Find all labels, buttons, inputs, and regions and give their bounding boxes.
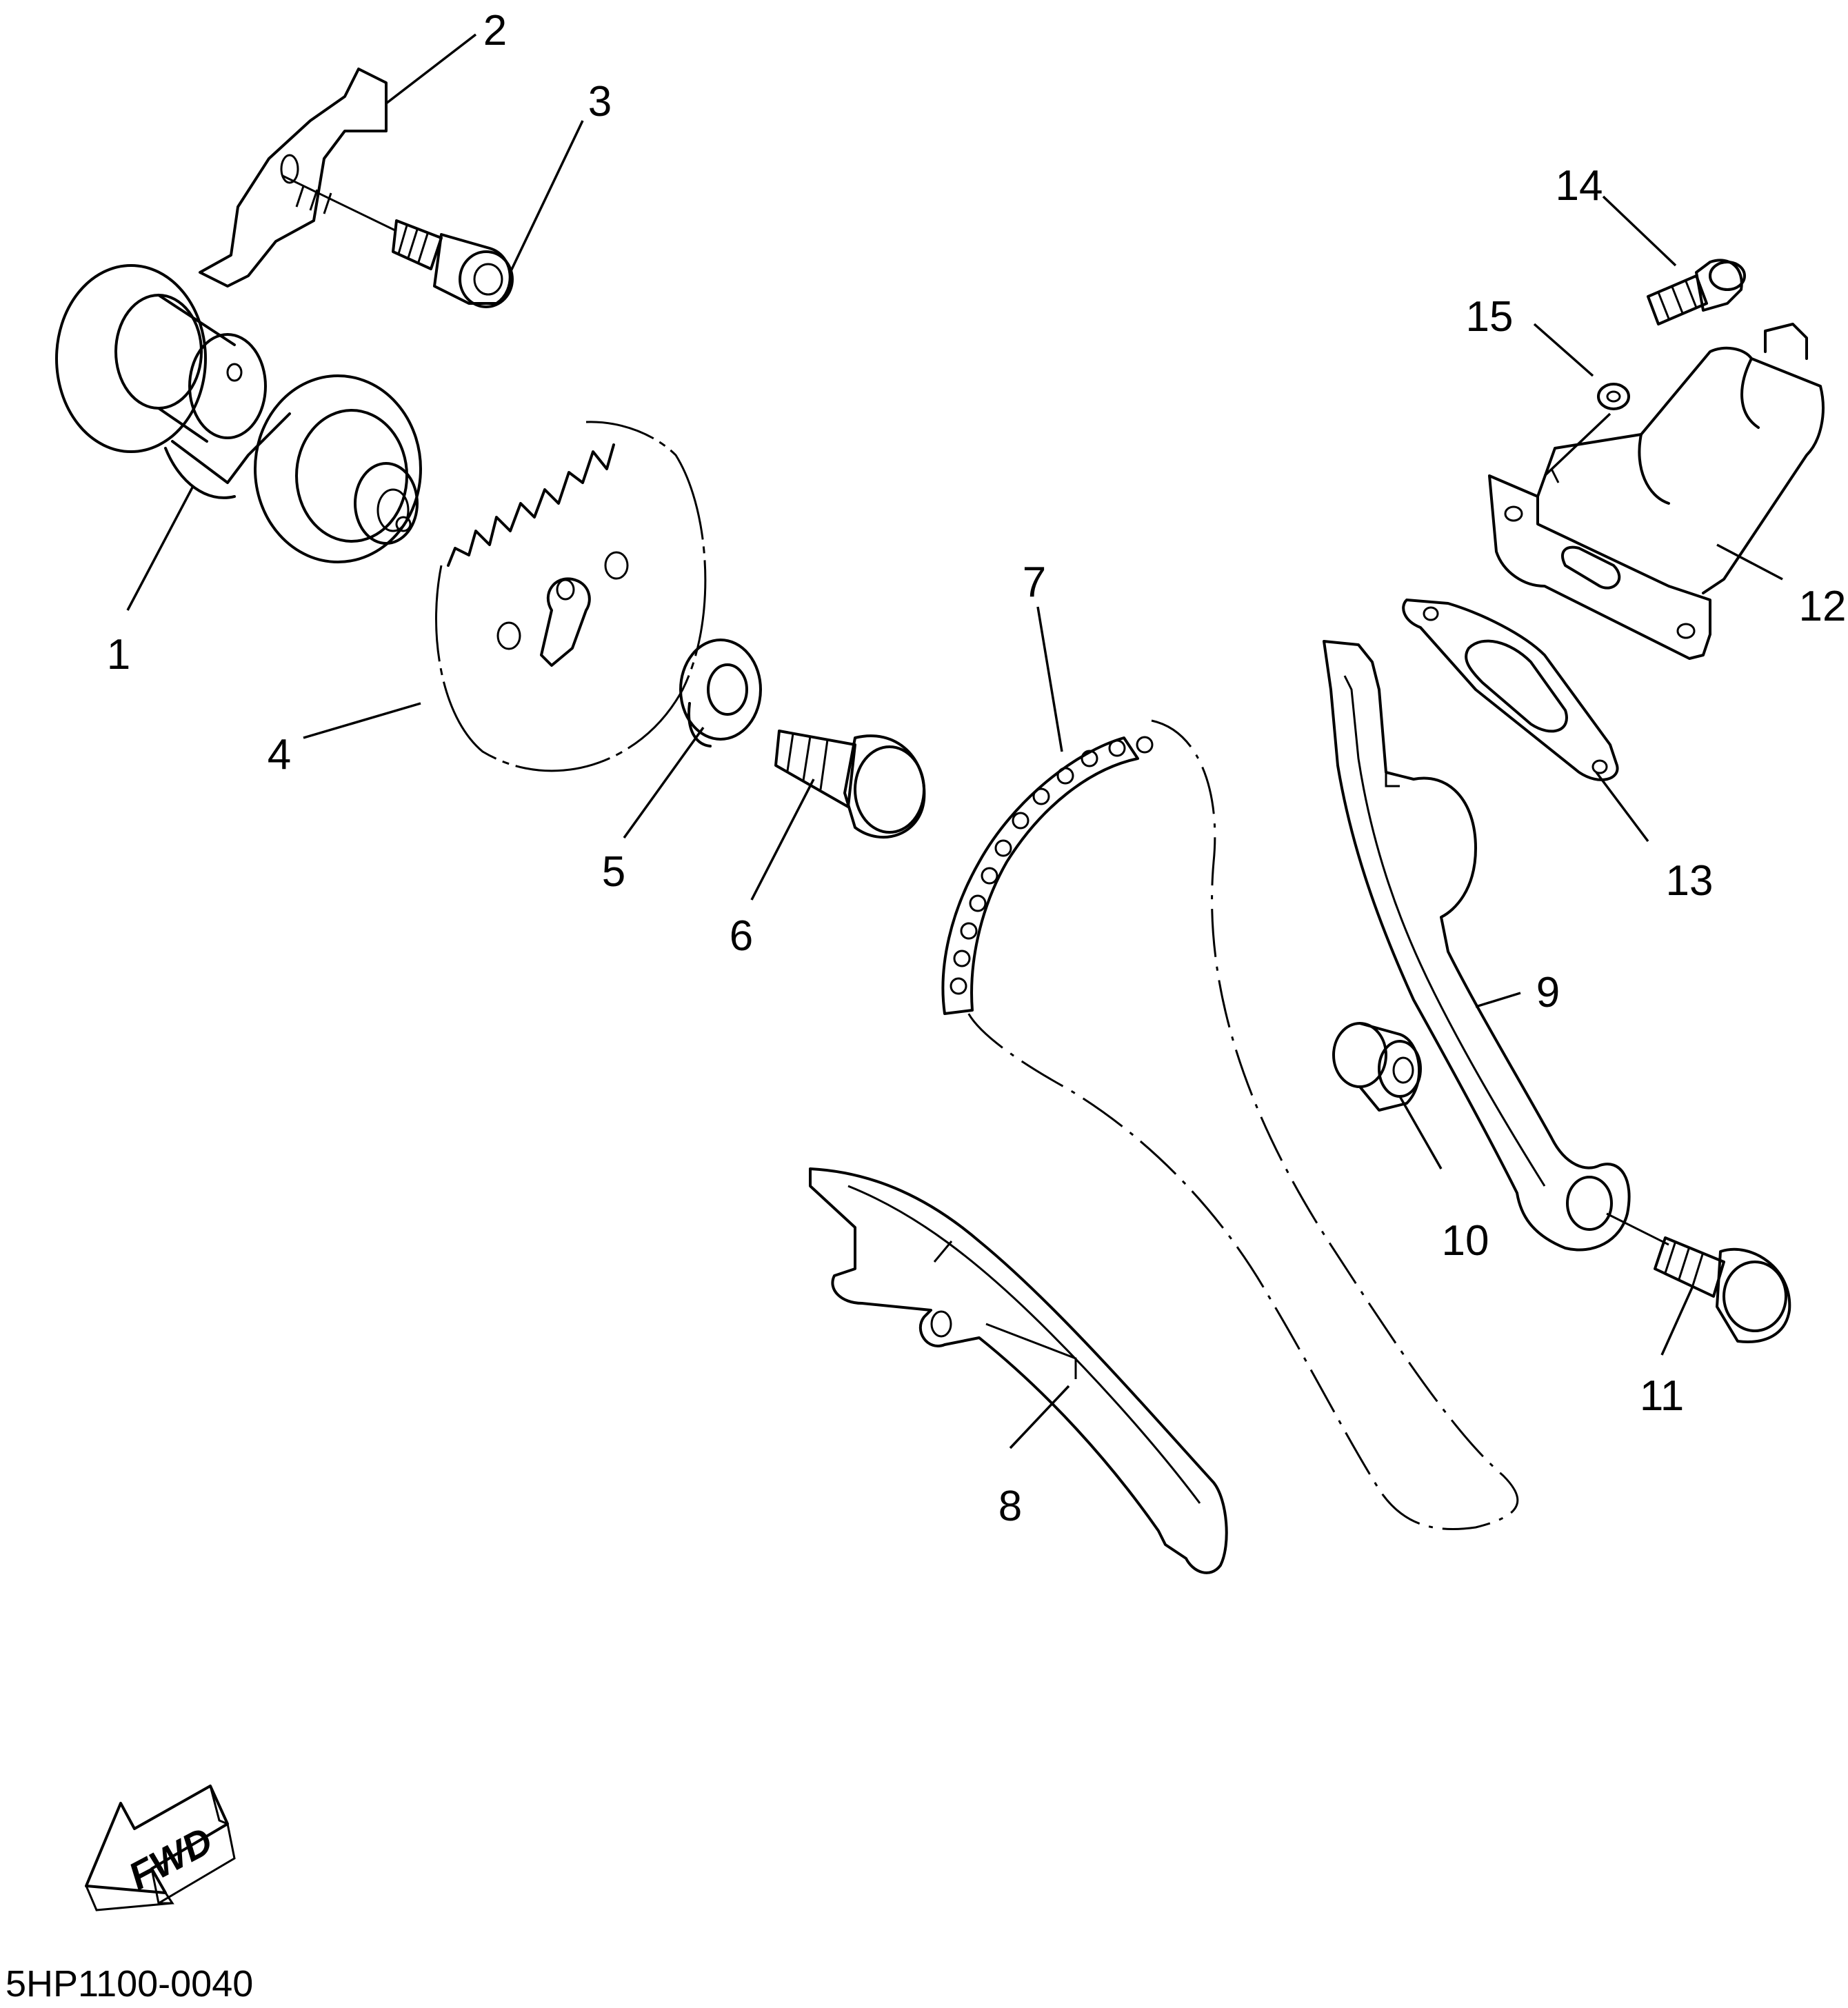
callout-6: 6 (730, 912, 753, 960)
tensioner-bolt-part[interactable] (1647, 259, 1746, 325)
small-washer-part[interactable] (1597, 383, 1630, 410)
callout-3: 3 (588, 78, 612, 126)
callout-14: 14 (1556, 162, 1603, 210)
callout-5: 5 (602, 848, 625, 896)
callout-1: 1 (107, 631, 130, 679)
chain-tensioner-part[interactable] (1488, 323, 1825, 660)
fwd-arrow-icon: FWD (85, 1785, 236, 1911)
washer-part[interactable] (679, 639, 762, 747)
callout-12: 12 (1799, 583, 1847, 630)
flange-bolt-part[interactable] (1606, 1212, 1791, 1343)
callout-8: 8 (998, 1483, 1022, 1530)
collar-part[interactable] (1332, 1022, 1422, 1112)
chain-guide-part[interactable] (809, 1167, 1228, 1574)
sprocket-bolt-part[interactable] (774, 730, 926, 839)
drawing-code: 5HP1100-0040 (6, 1963, 253, 2005)
callout-10: 10 (1442, 1217, 1489, 1265)
callout-2: 2 (483, 7, 507, 54)
cam-plate-part[interactable] (199, 68, 388, 288)
tensioner-guide-part[interactable] (1323, 640, 1631, 1252)
camshaft-part[interactable] (55, 264, 422, 563)
cam-sprocket-part[interactable] (435, 421, 707, 772)
callout-labels: 1 2 3 4 5 6 7 8 9 10 11 12 13 14 15 (107, 7, 1847, 1530)
fwd-label: FWD (121, 1818, 219, 1898)
chain-links (950, 736, 1154, 995)
callout-11: 11 (1640, 1372, 1684, 1420)
gasket-part[interactable] (1402, 599, 1619, 781)
bolt-part[interactable] (282, 174, 514, 308)
leader-lines (126, 33, 1783, 1449)
callout-13: 13 (1666, 857, 1714, 905)
callout-9: 9 (1536, 969, 1560, 1016)
callout-7: 7 (1023, 559, 1046, 606)
callout-15: 15 (1466, 293, 1514, 341)
callout-4: 4 (268, 731, 291, 779)
cam-chain-part[interactable] (941, 719, 1519, 1530)
